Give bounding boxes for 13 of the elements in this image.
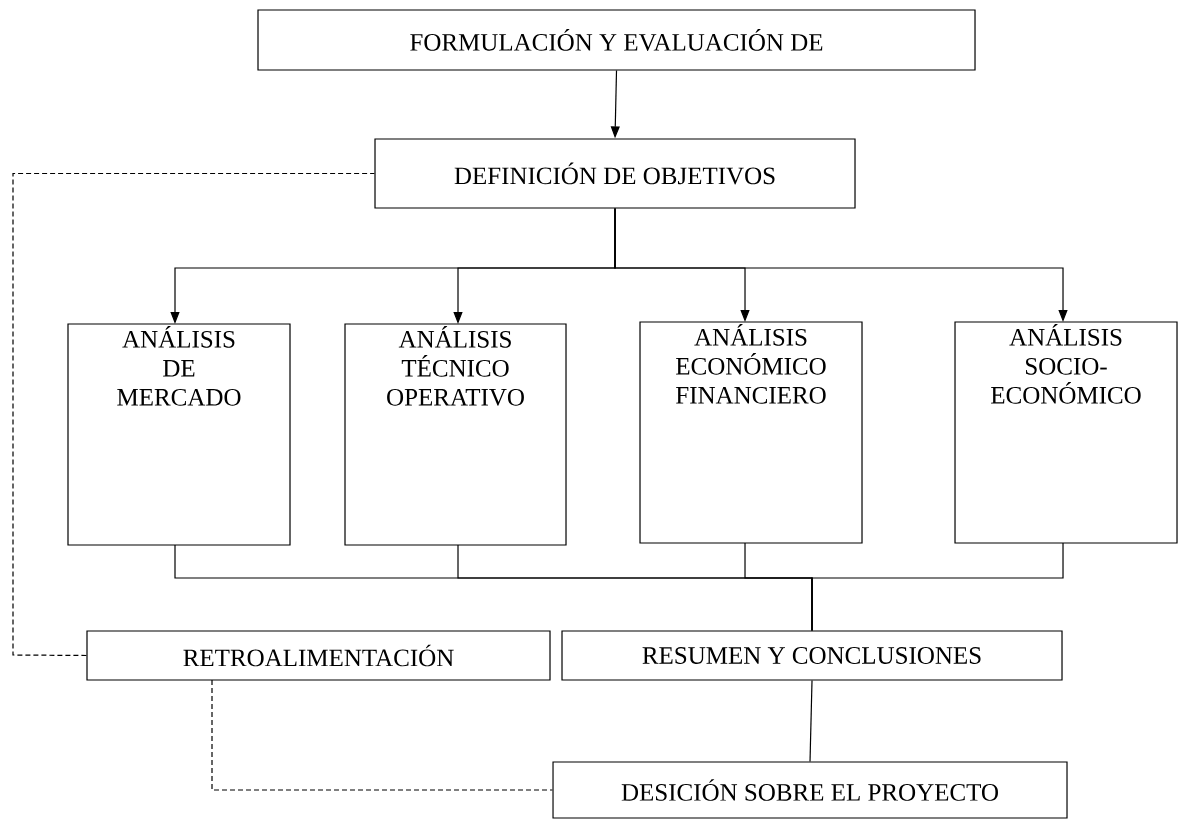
dashed-line bbox=[211, 679, 553, 791]
dashed-line bbox=[12, 172, 375, 657]
analysis-box: ANÁLISIS SOCIO- ECONÓMICO bbox=[954, 321, 1178, 544]
process-box: RESUMEN Y CONCLUSIONES bbox=[561, 630, 1063, 681]
analysis-box: ANÁLISIS ECONÓMICO FINANCIERO bbox=[639, 321, 863, 544]
analysis-box: ANÁLISIS TÉCNICO OPERATIVO bbox=[344, 323, 567, 546]
process-box: RETROALIMENTACIÓN bbox=[86, 630, 551, 681]
analysis-box: ANÁLISIS DE MERCADO bbox=[67, 323, 291, 546]
process-box: FORMULACIÓN Y EVALUACIÓN DE bbox=[257, 9, 976, 71]
connector-line bbox=[811, 542, 1064, 631]
process-box: DESICIÓN SOBRE EL PROYECTO bbox=[552, 761, 1068, 819]
process-box: DEFINICIÓN DE OBJETIVOS bbox=[374, 138, 856, 209]
connector-line bbox=[809, 680, 813, 762]
